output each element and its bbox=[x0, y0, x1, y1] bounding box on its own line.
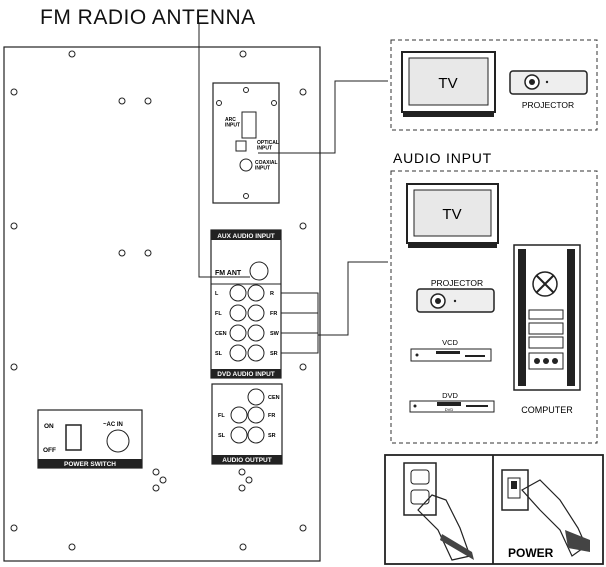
tv-audio-label: TV bbox=[442, 206, 461, 223]
off-label: OFF bbox=[43, 447, 56, 454]
rca-left-label: L bbox=[215, 291, 219, 297]
ac-in-label: ~AC IN bbox=[103, 422, 123, 428]
coaxial-port bbox=[239, 158, 253, 172]
rca-left-label: CEN bbox=[215, 331, 227, 337]
projector-top-label: PROJECTOR bbox=[522, 100, 574, 110]
projector-audio-label: PROJECTOR bbox=[431, 278, 483, 288]
video-output-box: TV PROJECTOR bbox=[390, 39, 598, 131]
power-label: POWER bbox=[508, 546, 554, 560]
rca-jack bbox=[247, 304, 265, 322]
out-fl-label: FL bbox=[218, 413, 225, 419]
fm-ant-jack bbox=[249, 261, 269, 281]
dvd-label: DVD bbox=[442, 391, 458, 400]
tv-top: TV bbox=[401, 51, 496, 117]
aux-audio-input-header: AUX AUDIO INPUT bbox=[217, 233, 275, 240]
rca-left-label: SL bbox=[215, 351, 223, 357]
dvd-player: DVD DVD bbox=[409, 391, 495, 413]
rear-panel bbox=[3, 46, 321, 562]
vcd-label: VCD bbox=[442, 338, 458, 347]
fm-antenna-wire bbox=[198, 24, 250, 278]
dvd-tray-label: DVD bbox=[445, 407, 454, 412]
out-cen-label: CEN bbox=[268, 395, 280, 401]
rca-jack bbox=[247, 344, 265, 362]
title: FM RADIO ANTENNA bbox=[40, 6, 256, 29]
ac-in-socket bbox=[106, 429, 130, 453]
computer-label: COMPUTER bbox=[521, 405, 573, 415]
aux-audio-panel: AUX AUDIO INPUT FM ANT L R FL FR CEN SW SL SR D… bbox=[210, 229, 282, 379]
projector-audio: PROJECTOR bbox=[416, 278, 495, 313]
tv-top-label: TV bbox=[438, 75, 457, 92]
computer-tower: COMPUTER bbox=[513, 244, 581, 415]
hdmi-cable bbox=[258, 80, 388, 154]
rca-right-label: SW bbox=[270, 331, 280, 337]
projector-top: PROJECTOR bbox=[509, 70, 588, 110]
audio-output-panel: CEN FL FR SL SR AUDIO OUTPUT bbox=[211, 383, 283, 465]
wall-switch bbox=[501, 469, 590, 557]
power-switch-panel: ON OFF ~AC IN POWER SWITCH bbox=[37, 409, 143, 469]
vcd-player: VCD bbox=[410, 338, 492, 362]
power-rocker-switch bbox=[65, 424, 82, 451]
tv-audio: TV bbox=[406, 183, 499, 248]
rca-right-label: SR bbox=[270, 351, 278, 357]
out-fr-label: FR bbox=[268, 413, 275, 419]
wall-outlet bbox=[403, 462, 474, 561]
optical-port bbox=[235, 140, 247, 152]
rca-right-label: FR bbox=[270, 311, 277, 317]
rca-jack bbox=[229, 324, 247, 342]
power-switch-footer: POWER SWITCH bbox=[64, 461, 116, 468]
rca-right-label: R bbox=[270, 291, 274, 297]
power-box: POWER bbox=[384, 454, 604, 565]
rca-jack bbox=[229, 344, 247, 362]
rca-jack bbox=[247, 284, 265, 302]
rca-jack bbox=[247, 324, 265, 342]
audio-input-cables bbox=[281, 261, 388, 354]
rca-jack bbox=[229, 304, 247, 322]
audio-input-box: TV PROJECTOR VCD DVD DVD bbox=[390, 170, 598, 444]
out-sl-label: SL bbox=[218, 433, 226, 439]
rca-left-label: FL bbox=[215, 311, 222, 317]
arc-hdmi-port bbox=[241, 111, 257, 139]
audio-output-footer: AUDIO OUTPUT bbox=[222, 457, 272, 464]
dvd-audio-input-footer: DVD AUDIO INPUT bbox=[217, 371, 275, 378]
audio-input-heading: AUDIO INPUT bbox=[393, 150, 492, 166]
out-sr-label: SR bbox=[268, 433, 276, 439]
on-label: ON bbox=[44, 423, 54, 430]
rca-jack bbox=[229, 284, 247, 302]
fm-ant-label: FM ANT bbox=[215, 270, 242, 277]
